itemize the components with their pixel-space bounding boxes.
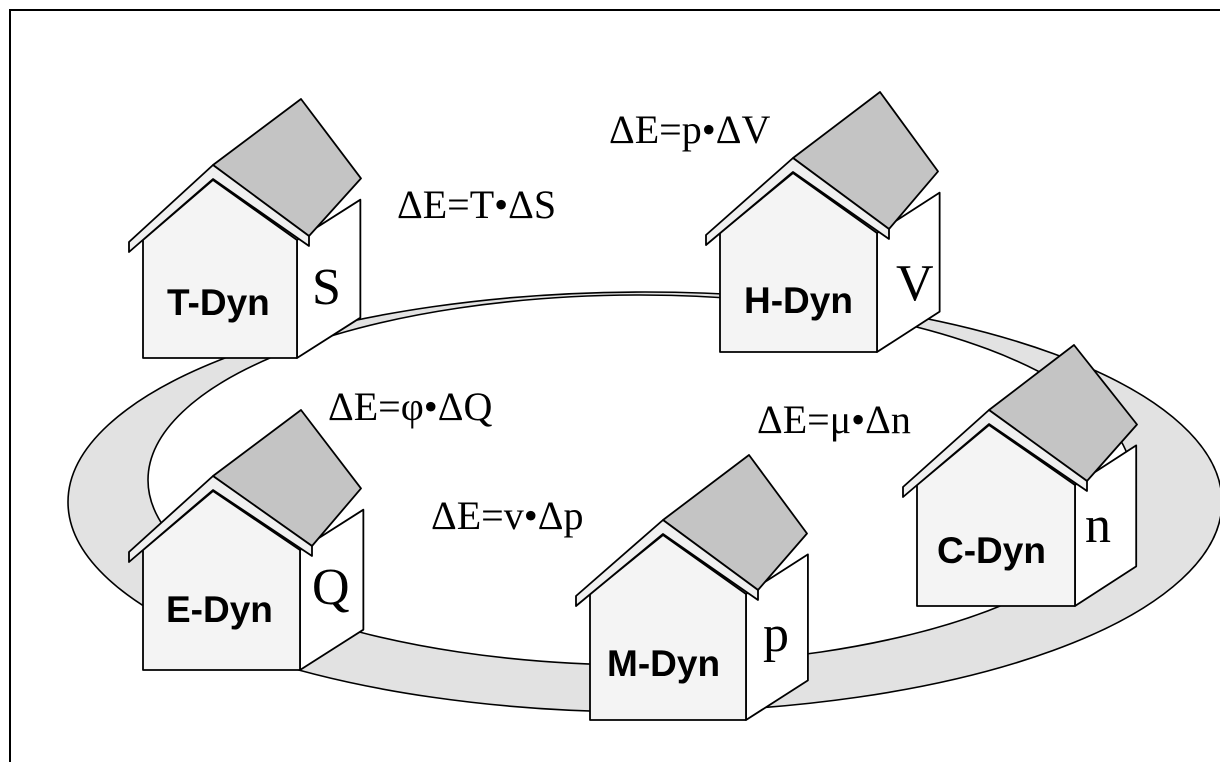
equation-e-dyn: ΔE=φ•ΔQ — [328, 384, 493, 429]
equation-m-dyn: ΔE=v•Δp — [431, 493, 583, 538]
house-roof-eave — [705, 157, 890, 246]
house-label-e-dyn: E-Dyn — [166, 589, 273, 630]
variable-label-q: Q — [312, 559, 350, 616]
variable-label-v: V — [896, 255, 934, 312]
house-roof-eave — [902, 409, 1088, 498]
variable-label-p: p — [763, 606, 789, 663]
house-roof-eave — [575, 519, 759, 607]
house-front-wall — [142, 490, 301, 671]
house-h-dyn — [705, 91, 941, 353]
house-e-dyn — [128, 409, 365, 671]
house-front-wall — [916, 424, 1076, 607]
house-t-dyn — [128, 98, 362, 359]
house-front-wall — [589, 534, 747, 721]
equation-h-dyn: ΔE=p•ΔV — [609, 107, 770, 152]
house-front-wall — [719, 172, 878, 353]
house-roof-eave — [128, 475, 313, 563]
house-roof-eave — [128, 164, 310, 253]
house-label-m-dyn: M-Dyn — [607, 643, 720, 684]
equation-c-dyn: ΔE=μ•Δn — [757, 397, 911, 442]
variable-label-s: S — [312, 259, 341, 316]
equation-t-dyn: ΔE=T•ΔS — [397, 182, 556, 227]
house-c-dyn — [902, 344, 1138, 607]
house-label-c-dyn: C-Dyn — [937, 530, 1046, 571]
house-label-h-dyn: H-Dyn — [744, 280, 853, 321]
house-front-wall — [142, 179, 298, 359]
variable-label-n: n — [1085, 497, 1111, 554]
house-m-dyn — [575, 454, 809, 721]
house-label-t-dyn: T-Dyn — [167, 282, 270, 323]
